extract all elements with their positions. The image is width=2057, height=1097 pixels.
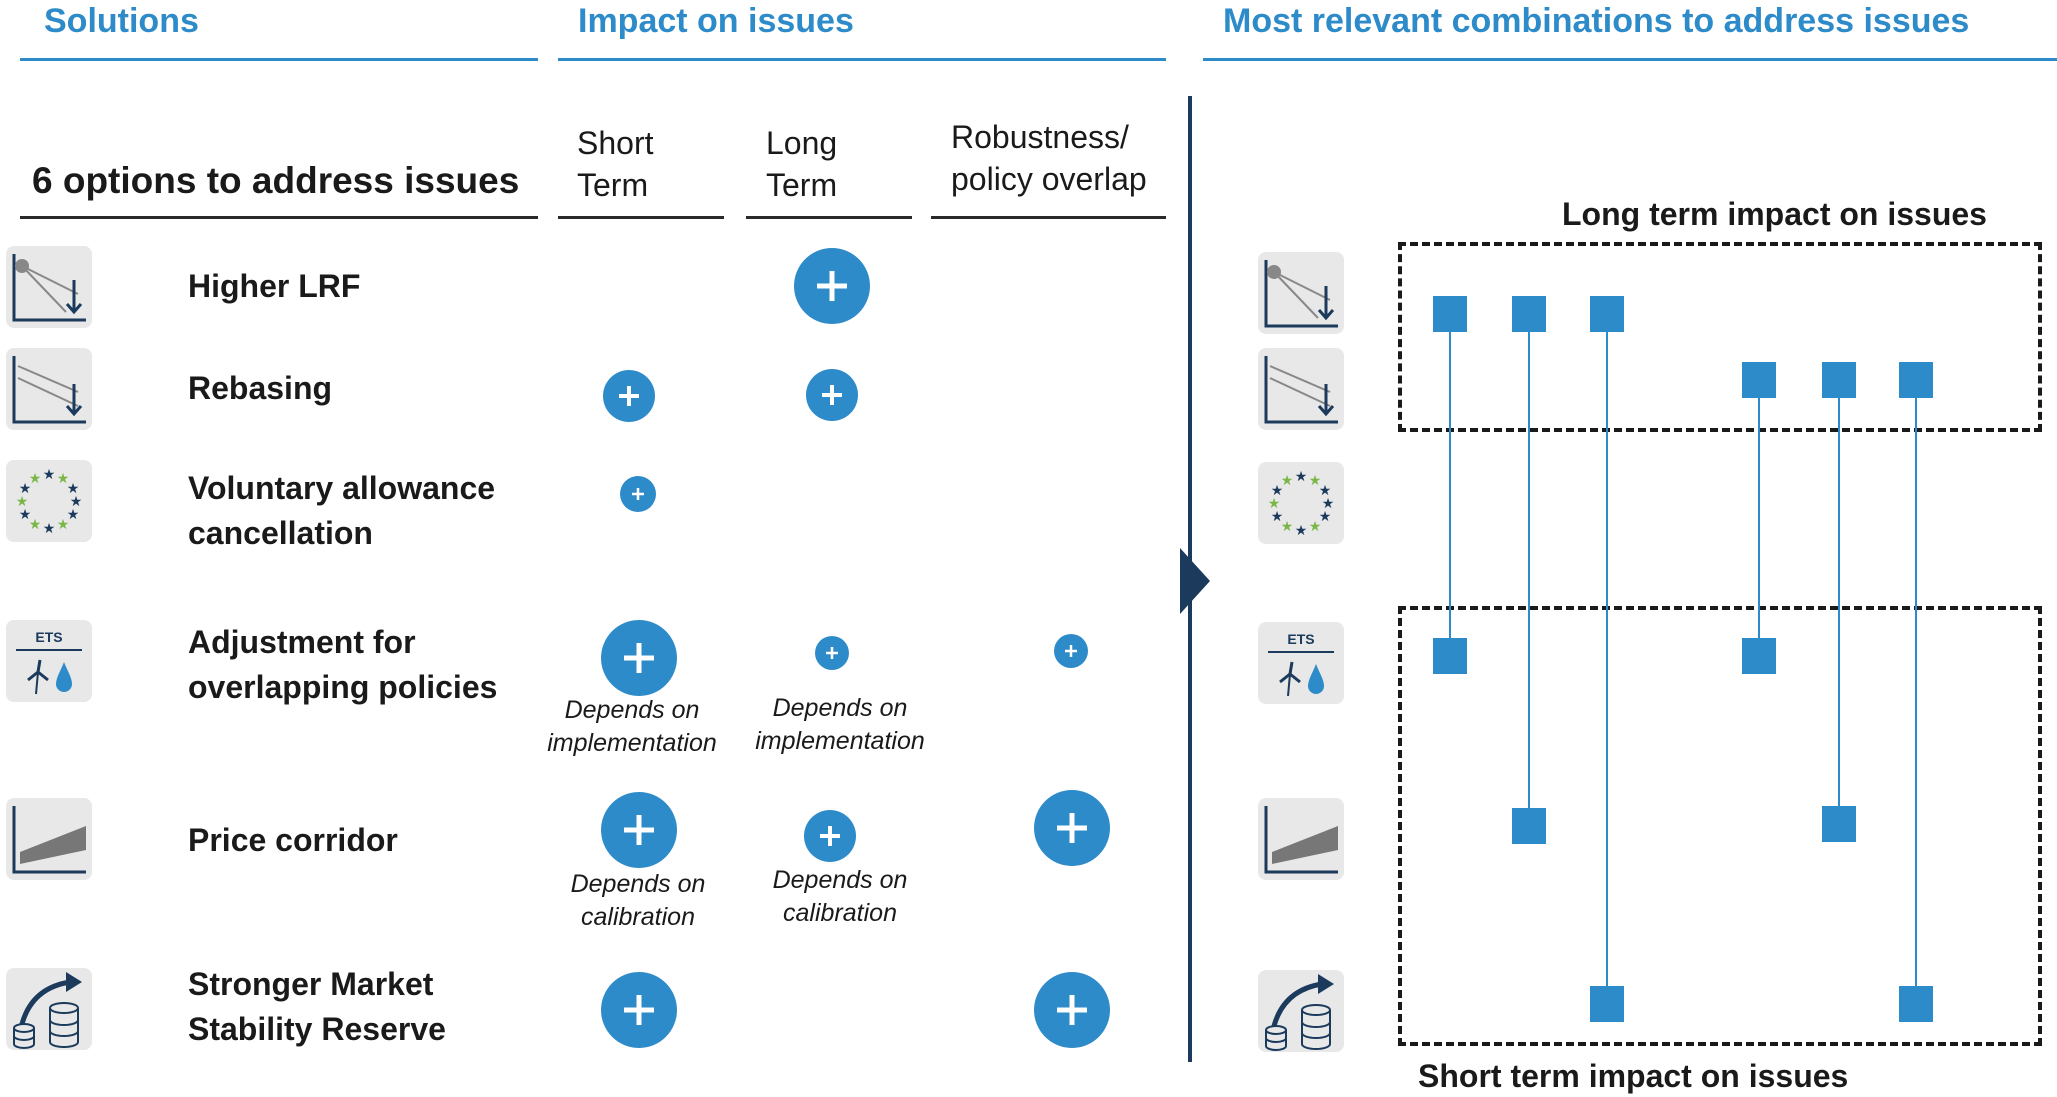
combination-line <box>1758 380 1760 654</box>
svg-text:★: ★ <box>57 517 70 533</box>
trend-down-chart-icon <box>1258 252 1344 334</box>
svg-text:★: ★ <box>1271 483 1284 499</box>
svg-text:★: ★ <box>1322 496 1335 512</box>
combination-marker <box>1433 638 1467 674</box>
short-term-column-rule <box>558 216 724 219</box>
svg-text:★: ★ <box>1309 473 1322 489</box>
svg-text:★: ★ <box>1309 519 1322 535</box>
combination-line <box>1449 314 1451 654</box>
svg-text:★: ★ <box>70 494 83 510</box>
combination-line <box>1838 380 1840 826</box>
combination-line <box>1915 380 1917 1004</box>
impact-plus-icon <box>794 248 870 324</box>
svg-text:★: ★ <box>1281 473 1294 489</box>
impact-header-rule <box>558 58 1166 61</box>
rebase-chart-icon <box>6 348 92 430</box>
combination-marker <box>1822 362 1856 398</box>
short-term-box-label: Short term impact on issues <box>1418 1058 1849 1094</box>
combination-marker <box>1822 806 1856 842</box>
row-label-rebasing: Rebasing <box>188 370 333 406</box>
svg-text:★: ★ <box>1295 523 1308 539</box>
impact-header: Impact on issues <box>578 2 854 40</box>
price-corridor-chart-icon <box>1258 798 1344 880</box>
solutions-header: Solutions <box>44 2 199 40</box>
long-term-column-rule <box>746 216 912 219</box>
svg-text:★: ★ <box>1271 509 1284 525</box>
impact-plus-icon <box>601 620 677 696</box>
combination-marker <box>1512 808 1546 844</box>
impact-plus-icon <box>601 972 677 1048</box>
impact-plus-icon <box>1034 790 1110 866</box>
ets-renewables-icon: ETS <box>1258 622 1344 704</box>
eu-stars-icon: ★ ★ ★ ★ ★ ★ ★ ★ ★ ★ ★ ★ <box>6 460 92 542</box>
ets-renewables-icon: ETS <box>6 620 92 702</box>
solutions-header-rule <box>20 58 538 61</box>
combination-marker <box>1590 986 1624 1022</box>
price-corridor-chart-icon <box>6 798 92 880</box>
reserve-database-icon <box>1258 970 1344 1052</box>
svg-text:★: ★ <box>1268 496 1281 512</box>
combination-marker <box>1433 296 1467 332</box>
combination-marker <box>1899 362 1933 398</box>
svg-text:★: ★ <box>19 507 32 523</box>
divider-arrow-icon <box>1180 548 1210 614</box>
svg-text:★: ★ <box>19 481 32 497</box>
row-label-higher-lrf: Higher LRF <box>188 268 361 304</box>
svg-text:★: ★ <box>1319 509 1332 525</box>
long-term-box-label: Long term impact on issues <box>1562 196 1987 232</box>
impact-plus-icon <box>1034 972 1110 1048</box>
combinations-header-rule <box>1203 58 2057 61</box>
combination-line <box>1606 314 1608 1004</box>
svg-text:★: ★ <box>29 471 42 487</box>
reserve-database-icon <box>6 968 92 1050</box>
combination-marker <box>1512 296 1546 332</box>
options-title-rule <box>20 216 538 219</box>
impact-plus-icon <box>620 476 656 512</box>
combination-marker <box>1590 296 1624 332</box>
combination-marker <box>1742 362 1776 398</box>
combination-marker <box>1899 986 1933 1022</box>
robustness-column-rule <box>931 216 1166 219</box>
impact-plus-icon <box>1054 634 1088 668</box>
combinations-header: Most relevant combinations to address is… <box>1223 2 1970 40</box>
svg-text:ETS: ETS <box>35 629 62 645</box>
robustness-column-header: Robustness/policy overlap <box>951 119 1147 197</box>
svg-text:★: ★ <box>57 471 70 487</box>
rebase-chart-icon <box>1258 348 1344 430</box>
options-title: 6 options to address issues <box>32 160 520 201</box>
row-label-price-corridor: Price corridor <box>188 822 398 858</box>
impact-plus-icon <box>603 370 655 422</box>
impact-plus-icon <box>601 792 677 868</box>
svg-text:★: ★ <box>43 521 56 537</box>
long-term-box <box>1398 242 2042 432</box>
svg-text:★: ★ <box>1319 483 1332 499</box>
svg-text:★: ★ <box>43 467 56 483</box>
eu-stars-icon: ★ ★ ★ ★ ★ ★ ★ ★ ★ ★ ★ ★ <box>1258 462 1344 544</box>
svg-text:ETS: ETS <box>1287 631 1314 647</box>
trend-down-chart-icon <box>6 246 92 328</box>
short-term-box <box>1398 606 2042 1046</box>
impact-plus-icon <box>815 636 849 670</box>
svg-text:★: ★ <box>29 517 42 533</box>
combination-marker <box>1742 638 1776 674</box>
svg-text:★: ★ <box>1281 519 1294 535</box>
svg-text:★: ★ <box>67 481 80 497</box>
svg-text:★: ★ <box>1295 469 1308 485</box>
svg-text:★: ★ <box>16 494 29 510</box>
svg-text:★: ★ <box>67 507 80 523</box>
combination-line <box>1528 314 1530 826</box>
impact-plus-icon <box>804 810 856 862</box>
impact-plus-icon <box>806 369 858 421</box>
